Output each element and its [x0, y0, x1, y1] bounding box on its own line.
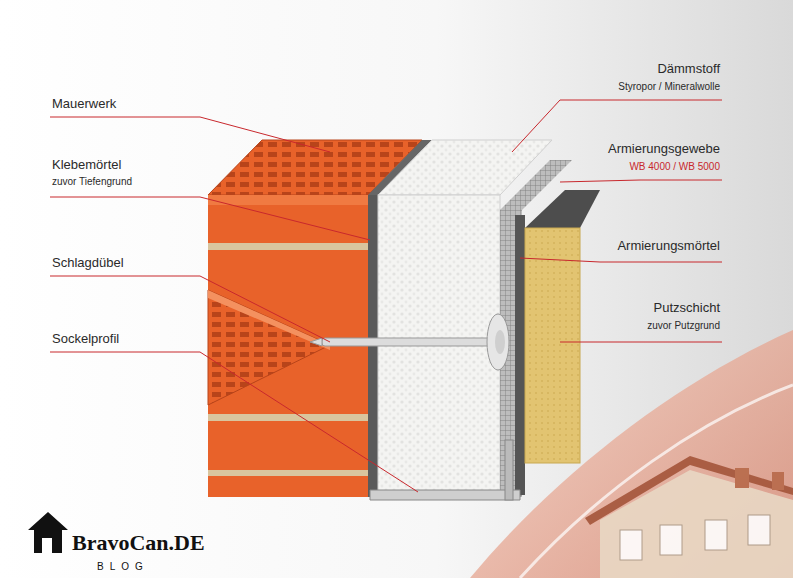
part-label: Putzschicht — [654, 301, 720, 316]
part-label: Sockelprofil — [52, 332, 119, 347]
part-label: Mauerwerk — [52, 97, 116, 112]
part-note: zuvor Tiefengrund — [52, 176, 132, 188]
watermark: BravoCan.DE — [72, 530, 205, 555]
part-label: Schlagdübel — [52, 256, 124, 271]
product-code: WB 4000 / WB 5000 — [629, 161, 720, 173]
part-label: Dämmstoff — [657, 62, 720, 77]
leader-lines — [50, 100, 722, 492]
part-note: zuvor Putzgrund — [647, 320, 720, 332]
watermark: BLOG — [97, 561, 149, 573]
part-label: Armierungsmörtel — [617, 239, 720, 254]
part-label: Armierungsgewebe — [608, 142, 720, 157]
logo-icon — [28, 512, 68, 553]
part-label: Klebemörtel — [52, 158, 121, 173]
part-note: Styropor / Mineralwolle — [618, 81, 720, 93]
